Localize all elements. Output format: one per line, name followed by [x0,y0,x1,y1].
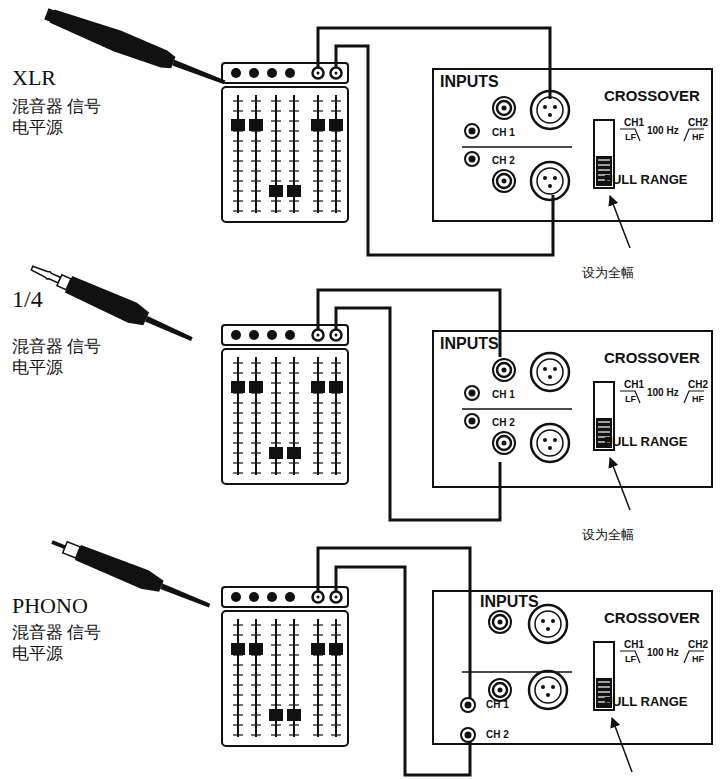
source-label: 1/4 [12,284,43,314]
panel-label: 100 Hz [647,126,679,136]
panel-label: INPUTS [440,336,499,352]
panel-label: CH1 [624,118,644,128]
panel-label: HF [692,133,704,142]
panel-label: CH2 [688,640,708,650]
panel-label: CROSSOVER [604,610,700,625]
xlr-plug [42,4,228,93]
panel-label: LF [625,655,636,664]
amp-panel-hardware [461,605,704,742]
amp-input-panel: INPUTS CH 1 CH 2 CROSSOVER CH1LF 100 Hz CH2HF F… [432,590,713,745]
panel-label: FULL RANGE [604,695,688,708]
panel-label: CH 2 [492,418,515,428]
panel-label: CH 1 [492,128,515,138]
panel-label: CH2 [688,118,708,128]
source-label: 混音器 信号电平源 [12,622,104,665]
panel-label: CH 2 [492,156,515,166]
amp-panel-hardware [462,353,704,462]
amp-input-panel: INPUTS CH 1 CH 2 CROSSOVER CH1LF 100 Hz CH2HF F… [432,68,713,222]
panel-label: HF [692,395,704,404]
panel-label: FULL RANGE [604,435,688,448]
amp-panel-hardware [462,91,704,200]
panel-label: CH2 [688,380,708,390]
callout-note: 设为全幅 [582,527,634,543]
source-label: 混音器 信号电平源 [12,336,104,379]
panel-label: FULL RANGE [604,173,688,186]
panel-label: CROSSOVER [604,88,700,103]
panel-label: INPUTS [480,594,539,610]
panel-label: CROSSOVER [604,350,700,365]
amp-input-panel: INPUTS CH 1 CH 2 CROSSOVER CH1LF 100 Hz CH2HF F… [432,330,713,488]
wires [318,28,553,775]
panel-label: 100 Hz [647,648,679,658]
panel-label: CH 1 [492,390,515,400]
panel-label: CH 1 [486,700,509,710]
panel-label: HF [692,655,704,664]
leader-arrow [610,196,632,772]
panel-label: CH 2 [486,730,509,740]
panel-label: 100 Hz [647,388,679,398]
panel-label: CH1 [624,380,644,390]
source-label: XLR [12,64,56,92]
callout-note: 设为全幅 [582,265,634,281]
mixer-illustration [222,587,348,746]
panel-label: CH1 [624,640,644,650]
source-label: PHONO [12,592,88,620]
mixer-illustration [222,325,348,484]
mixer-illustration [222,63,348,222]
panel-label: LF [625,395,636,404]
panel-label: LF [625,133,636,142]
panel-label: INPUTS [440,74,499,90]
source-label: 混音器 信号电平源 [12,96,104,139]
quarter-inch-plug [28,258,197,349]
